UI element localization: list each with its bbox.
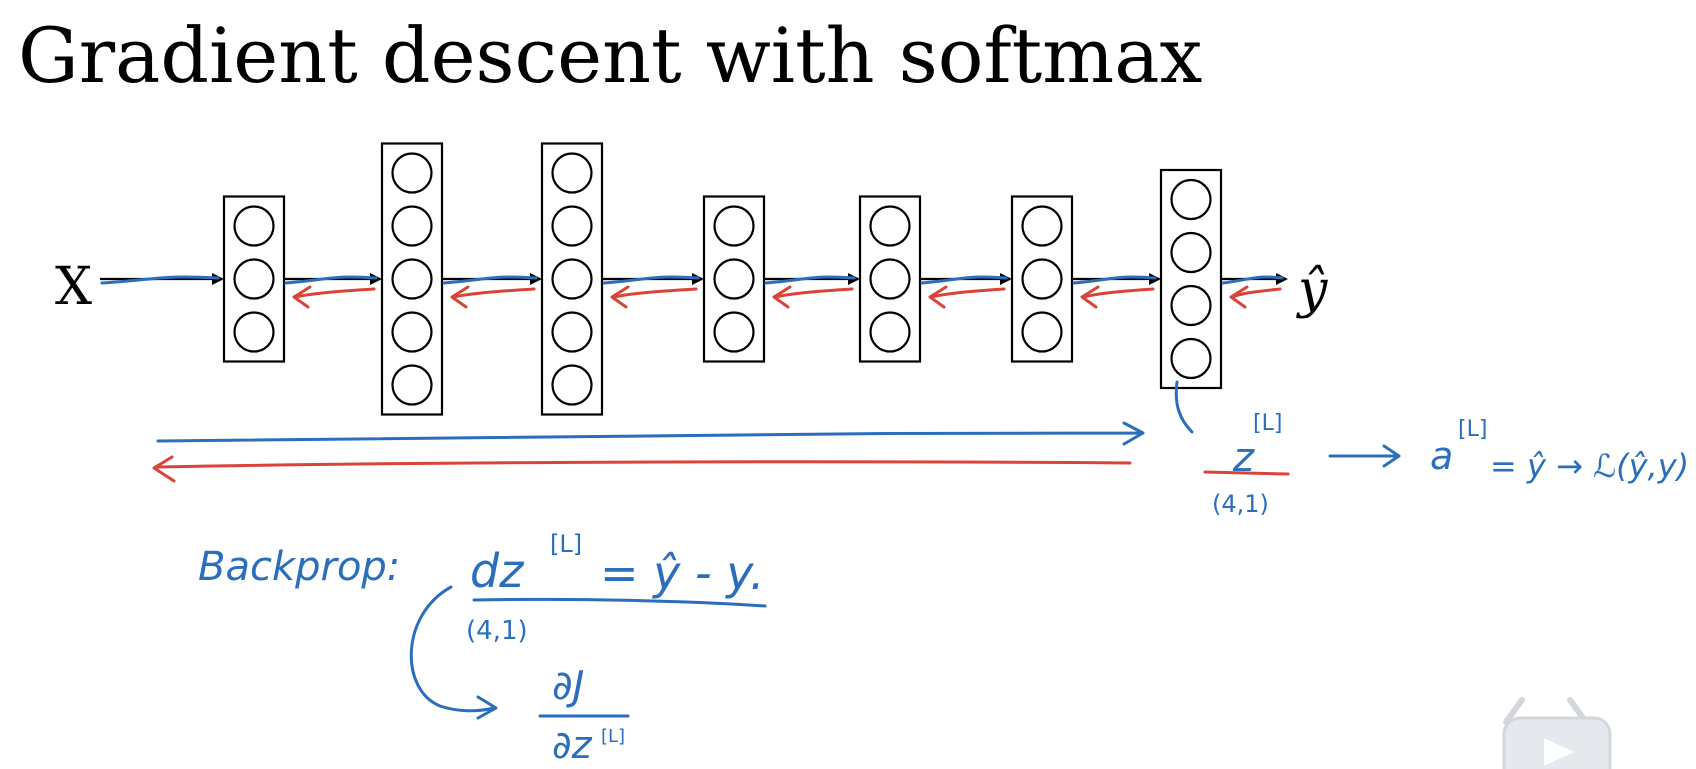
backprop-label: Backprop: — [198, 544, 400, 590]
forward-prop-arrow — [156, 421, 1145, 446]
gradient-denominator-superscript: [L] — [601, 726, 625, 747]
hidden-layer-3 — [540, 142, 604, 416]
curved-arrow-to-gradient — [409, 585, 498, 720]
neuron — [1170, 178, 1212, 221]
hidden-layer-5 — [858, 195, 922, 363]
neuron — [391, 205, 433, 247]
softmax-output-layer — [1159, 168, 1223, 390]
neuron — [551, 152, 593, 194]
hidden-layer-1 — [222, 195, 286, 363]
gradient-denominator: ∂z — [552, 723, 593, 767]
neuron — [233, 311, 275, 353]
dz-shape: (4,1) — [466, 616, 528, 646]
input-x-label: X — [55, 257, 92, 317]
z-shape: (4,1) — [1212, 490, 1269, 518]
neuron — [713, 258, 755, 300]
neuron — [551, 205, 593, 247]
hidden-layer-6 — [1010, 195, 1074, 363]
neuron — [713, 205, 755, 247]
neuron — [869, 258, 911, 300]
activation-rhs: = ŷ → ℒ(ŷ,y) — [1490, 447, 1689, 485]
z-symbol: z — [1232, 435, 1255, 481]
forward-pass-stroke — [920, 275, 1008, 285]
neuron — [869, 311, 911, 353]
backward-pass-stroke — [1229, 285, 1282, 309]
neuron — [1170, 337, 1212, 380]
z-superscript: [L] — [1253, 411, 1282, 436]
neuron — [551, 258, 593, 300]
activation-symbol: a — [1430, 434, 1453, 478]
neuron — [1021, 205, 1063, 247]
neuron — [551, 364, 593, 406]
forward-pass-stroke — [602, 275, 700, 285]
neuron — [1021, 258, 1063, 300]
backward-pass-stroke — [450, 285, 536, 309]
video-play-watermark — [1502, 697, 1612, 769]
hidden-layer-2 — [380, 142, 444, 416]
network-diagram — [100, 142, 1288, 416]
z-to-a-arrow — [1328, 444, 1401, 468]
neuron — [233, 205, 275, 247]
neuron — [1170, 231, 1212, 274]
neuron — [1170, 284, 1212, 327]
dz-underline — [472, 597, 767, 608]
backward-pass-stroke — [928, 285, 1006, 309]
backward-pass-stroke — [772, 285, 854, 309]
backward-pass-stroke — [1080, 285, 1155, 309]
play-icon — [1544, 738, 1574, 766]
neuron — [233, 258, 275, 300]
neuron — [391, 152, 433, 194]
activation-superscript: [L] — [1458, 417, 1487, 442]
neuron — [551, 311, 593, 353]
output-yhat-label: ŷ — [1296, 260, 1328, 320]
backward-prop-arrow — [152, 455, 1132, 483]
backward-pass-stroke — [610, 285, 698, 309]
forward-pass-stroke — [442, 275, 538, 285]
forward-pass-stroke — [100, 275, 220, 285]
neuron — [869, 205, 911, 247]
neuron — [391, 364, 433, 406]
hidden-layer-4 — [702, 195, 766, 363]
dz-lhs: dz — [470, 544, 524, 598]
gradient-numerator: ∂J — [552, 663, 584, 709]
backward-pass-stroke — [292, 285, 376, 309]
dz-superscript: [L] — [550, 530, 582, 558]
neuron — [391, 311, 433, 353]
forward-pass-stroke — [284, 275, 378, 285]
neuron — [1021, 311, 1063, 353]
z-underline — [1203, 470, 1290, 476]
output-connector-tick — [1174, 380, 1194, 434]
forward-pass-stroke — [1072, 275, 1157, 285]
neuron — [713, 311, 755, 353]
slide-title: Gradient descent with softmax — [18, 11, 1202, 100]
forward-pass-stroke — [764, 275, 856, 285]
forward-pass-stroke — [1221, 275, 1284, 285]
dz-rhs: = ŷ - y. — [600, 546, 765, 600]
neuron — [391, 258, 433, 300]
